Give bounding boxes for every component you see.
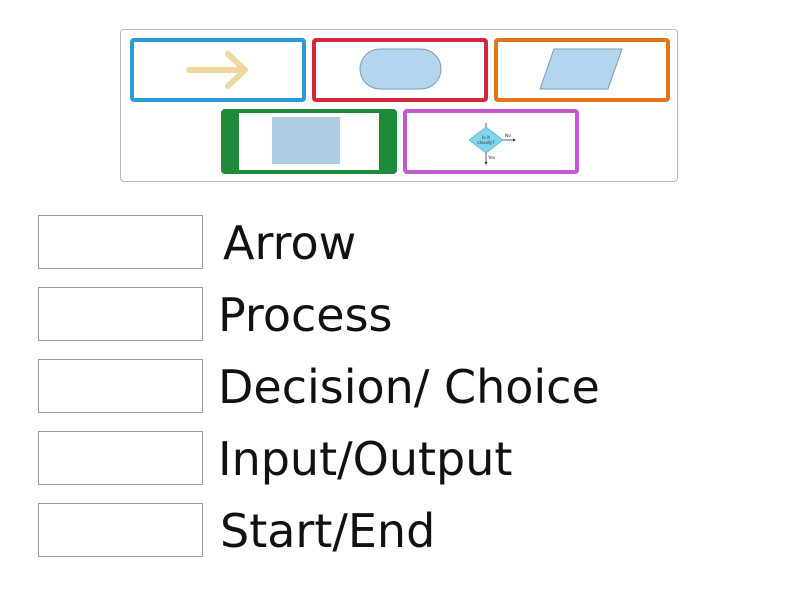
drop-box-input-output[interactable]: [38, 431, 203, 485]
target-label-process: Process: [218, 287, 393, 342]
rectangle-icon: [272, 117, 340, 164]
target-label-input-output: Input/Output: [218, 431, 513, 486]
match-row-start-end: Start/End: [38, 503, 518, 558]
match-row-arrow: Arrow: [38, 215, 438, 270]
target-label-arrow: Arrow: [223, 215, 357, 270]
tile-tray: Is it cloudy? No Yes: [120, 29, 678, 182]
drop-box-start-end[interactable]: [38, 503, 203, 557]
decision-question-line1: Is it: [482, 135, 490, 141]
match-row-decision: Decision/ Choice: [38, 359, 658, 414]
decision-question-line2: cloudy?: [477, 140, 495, 146]
tile-input-output[interactable]: [494, 38, 670, 102]
match-row-input-output: Input/Output: [38, 431, 598, 486]
decision-flowchart-icon: Is it cloudy? No Yes: [468, 123, 516, 165]
parallelogram-icon: [539, 48, 623, 90]
decision-no-label: No: [505, 133, 511, 139]
tile-process[interactable]: [221, 109, 397, 174]
match-row-process: Process: [38, 287, 438, 342]
target-label-decision: Decision/ Choice: [218, 359, 600, 414]
target-label-start-end: Start/End: [220, 503, 436, 558]
tile-start-end[interactable]: [312, 38, 488, 102]
drop-box-process[interactable]: [38, 287, 203, 341]
decision-yes-label: Yes: [487, 155, 496, 161]
terminator-icon: [359, 48, 442, 90]
arrow-icon: [186, 51, 248, 89]
tile-decision[interactable]: Is it cloudy? No Yes: [403, 109, 579, 174]
drop-box-arrow[interactable]: [38, 215, 203, 269]
drop-box-decision[interactable]: [38, 359, 203, 413]
tile-arrow[interactable]: [130, 38, 306, 102]
